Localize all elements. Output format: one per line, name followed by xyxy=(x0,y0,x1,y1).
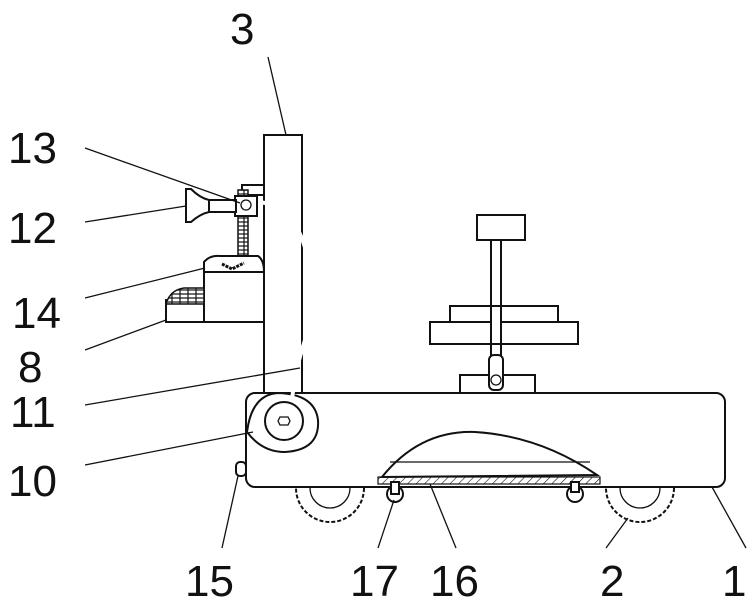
control-box xyxy=(204,256,264,322)
leader-8 xyxy=(85,320,166,350)
label-17: 17 xyxy=(350,557,399,606)
label-14: 14 xyxy=(12,289,61,338)
label-3: 3 xyxy=(230,5,254,54)
leader-1 xyxy=(712,487,746,548)
side-knob xyxy=(236,462,246,476)
label-8: 8 xyxy=(18,343,42,392)
clamp xyxy=(235,196,257,216)
top-assembly xyxy=(430,215,578,393)
label-16: 16 xyxy=(430,557,479,606)
label-11: 11 xyxy=(10,388,56,437)
label-15: 15 xyxy=(185,557,234,606)
label-12: 12 xyxy=(8,204,57,253)
leader-17 xyxy=(378,500,394,548)
leader-16 xyxy=(430,484,456,548)
label-1: 1 xyxy=(722,557,746,606)
mesh-block xyxy=(166,288,204,322)
label-2: 2 xyxy=(600,557,624,606)
leader-15 xyxy=(222,476,238,548)
leader-2 xyxy=(606,518,628,548)
label-13: 13 xyxy=(8,124,57,173)
column xyxy=(264,135,302,393)
leader-3 xyxy=(268,57,286,135)
label-10: 10 xyxy=(8,457,57,506)
leader-10 xyxy=(85,432,253,465)
leader-13 xyxy=(85,148,240,203)
leader-12 xyxy=(85,206,186,222)
nozzle xyxy=(186,189,236,222)
